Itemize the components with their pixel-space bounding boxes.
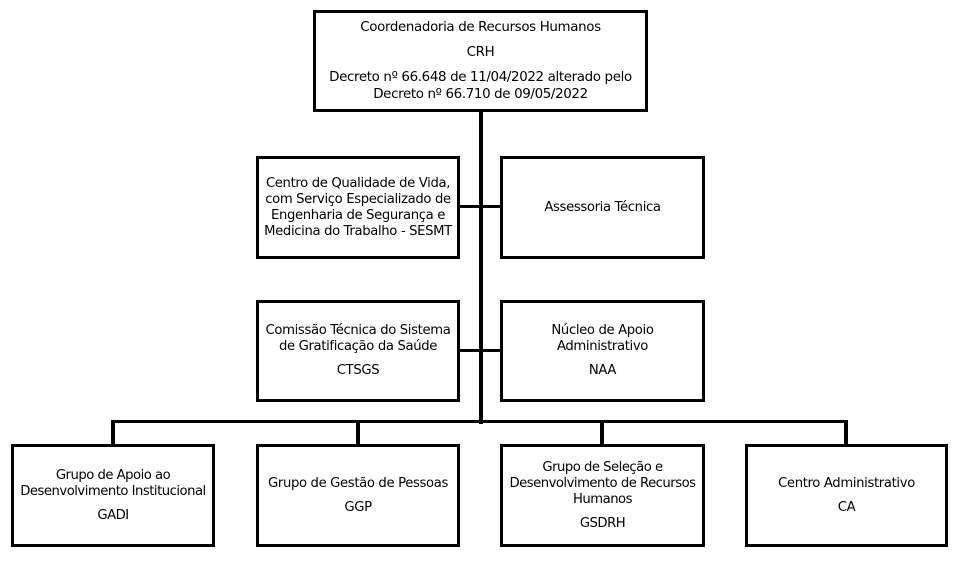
node-title-line: Desenvolvimento de Recursos: [509, 475, 696, 491]
node-title-line: de Gratificação da Saúde: [278, 339, 437, 354]
node-title-line: Administrativo: [556, 339, 649, 354]
node-acronym: GADI: [97, 507, 129, 523]
node-title-line: Centro de Qualidade de Vida,: [265, 175, 451, 191]
node-decree-line: Decreto nº 66.710 de 09/05/2022: [373, 87, 588, 102]
node-gsdrh: Grupo de Seleção e Desenvolvimento de Re…: [500, 444, 705, 547]
node-title-line: Grupo de Apoio ao: [55, 467, 171, 483]
node-acronym: CTSGS: [336, 363, 380, 378]
node-naa: Núcleo de Apoio Administrativo NAA: [500, 300, 705, 402]
node-crh: Coordenadoria de Recursos Humanos CRH De…: [313, 10, 648, 112]
node-title-line: Núcleo de Apoio: [551, 323, 654, 338]
node-ca: Centro Administrativo CA: [745, 444, 948, 547]
node-title-line: Comissão Técnica do Sistema: [265, 323, 451, 338]
node-assessoria-tecnica: Assessoria Técnica: [500, 156, 705, 259]
node-sesmt: Centro de Qualidade de Vida, com Serviço…: [256, 156, 460, 259]
node-acronym: CRH: [466, 45, 495, 60]
node-title-line: com Serviço Especializado de: [265, 191, 451, 207]
connector-row2: [459, 205, 501, 208]
connector-row3: [459, 349, 501, 352]
node-title-line: Medicina do Trabalho - SESMT: [264, 223, 452, 239]
connector-drop-ggp: [356, 420, 360, 445]
node-title: Coordenadoria de Recursos Humanos: [360, 20, 601, 35]
connector-drop-gsdrh: [600, 420, 604, 445]
node-title-line: Centro Administrativo: [778, 475, 915, 491]
node-gadi: Grupo de Apoio ao Desenvolvimento Instit…: [11, 444, 215, 547]
node-title-line: Engenharia de Segurança e: [271, 207, 445, 223]
node-acronym: NAA: [588, 363, 617, 378]
node-title-line: Humanos: [573, 491, 633, 507]
connector-drop-ca: [844, 420, 848, 445]
node-title-line: Desenvolvimento Institucional: [20, 483, 206, 499]
node-acronym: GSDRH: [579, 515, 626, 531]
node-decree-line: Decreto nº 66.648 de 11/04/2022 alterado…: [329, 70, 632, 85]
node-acronym: GGP: [344, 499, 372, 515]
node-title-line: Grupo de Gestão de Pessoas: [268, 475, 448, 491]
connector-bus: [111, 420, 848, 423]
node-ctsgs: Comissão Técnica do Sistema de Gratifica…: [256, 300, 460, 402]
node-ggp: Grupo de Gestão de Pessoas GGP: [256, 444, 460, 547]
connector-drop-gadi: [111, 420, 115, 445]
node-title-line: Grupo de Seleção e: [542, 459, 663, 475]
node-title-line: Assessoria Técnica: [544, 199, 661, 215]
connector-trunk: [479, 111, 483, 424]
node-acronym: CA: [837, 499, 856, 515]
